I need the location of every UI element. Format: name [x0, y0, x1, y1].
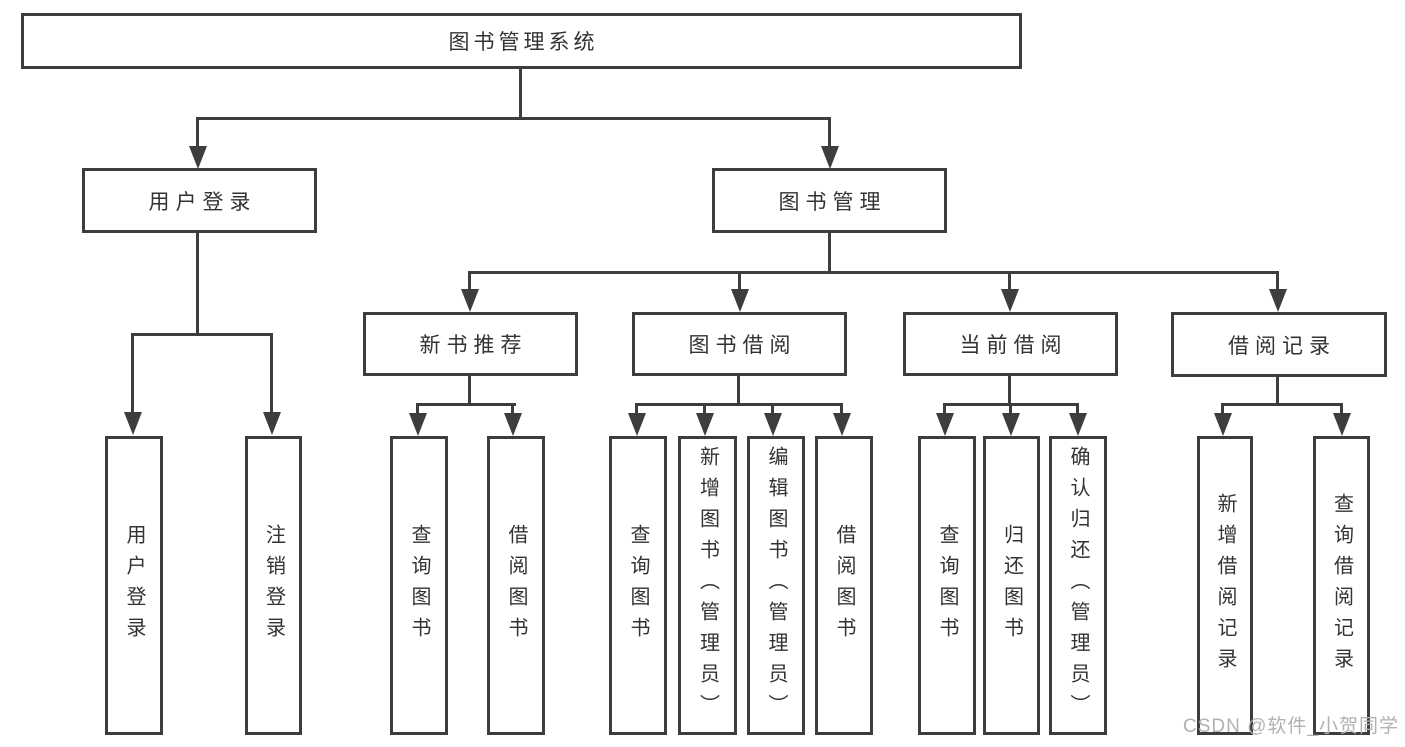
connector-book-management-down	[828, 232, 831, 274]
arrowhead	[1333, 413, 1351, 436]
leaf-return-books: 归还图书	[983, 436, 1040, 735]
leaf-query-borrow-record: 查询借阅记录	[1313, 436, 1370, 735]
arrowhead-book-borrow	[731, 289, 749, 312]
connector-drop	[511, 404, 514, 415]
connector-book-borrow-rail	[635, 403, 843, 406]
connector-drop-book-management	[828, 118, 831, 148]
connector-drop-user-login	[196, 118, 199, 148]
connector-drop	[1221, 404, 1224, 415]
connector-drop-new-book	[468, 272, 471, 291]
leaf-borrow-books-recommend: 借阅图书	[487, 436, 545, 735]
node-label: 确认归还（管理员）	[1067, 446, 1089, 725]
node-label: 编辑图书（管理员）	[765, 446, 787, 725]
node-label: 查询图书	[408, 523, 430, 648]
node-label: 归还图书	[1000, 523, 1023, 648]
connector-borrow-records-down	[1276, 375, 1279, 406]
arrowhead	[936, 413, 954, 436]
connector-level2-rail	[468, 271, 1279, 274]
arrowhead	[504, 413, 522, 436]
node-label: 注销登录	[262, 523, 285, 648]
connector-new-book-rail	[416, 403, 516, 406]
leaf-user-login: 用户登录	[105, 436, 163, 735]
node-label: 图书管理系统	[448, 31, 599, 54]
node-label: 图书管理	[778, 190, 887, 214]
leaf-query-books-recommend: 查询图书	[390, 436, 448, 735]
connector-drop	[1340, 404, 1343, 415]
connector-drop-leaf-logout	[270, 334, 273, 413]
connector-drop	[1009, 404, 1012, 415]
connector-level1-rail	[196, 117, 831, 120]
node-library-management-system: 图书管理系统	[21, 13, 1022, 69]
leaf-logout: 注销登录	[245, 436, 302, 735]
leaf-edit-books-admin: 编辑图书（管理员）	[747, 436, 805, 735]
arrowhead	[628, 413, 646, 436]
connector-drop	[416, 404, 419, 415]
node-book-borrowing: 图书借阅	[632, 312, 847, 376]
connector-user-login-rail	[131, 333, 273, 336]
connector-drop-leaf-user-login	[131, 334, 134, 413]
connector-drop	[840, 404, 843, 415]
arrowhead-user-login	[189, 146, 207, 169]
node-book-management: 图书管理	[712, 168, 947, 233]
arrowhead	[1214, 413, 1232, 436]
arrowhead	[833, 413, 851, 436]
arrowhead-new-book	[461, 289, 479, 312]
node-label: 新增图书（管理员）	[696, 446, 719, 725]
node-label: 图书借阅	[688, 334, 797, 357]
node-label: 借阅图书	[833, 523, 855, 648]
connector-drop	[771, 404, 774, 415]
connector-drop-current-borrow	[1008, 272, 1011, 291]
arrowhead	[696, 413, 714, 436]
node-label: 用户登录	[123, 523, 145, 648]
leaf-query-books-current: 查询图书	[918, 436, 976, 735]
leaf-confirm-return-admin: 确认归还（管理员）	[1049, 436, 1107, 735]
node-label: 新增借阅记录	[1214, 492, 1236, 679]
node-current-borrowing: 当前借阅	[903, 312, 1118, 376]
connector-drop	[1076, 404, 1079, 415]
connector-drop	[635, 404, 638, 415]
csdn-watermark: CSDN @软件_小贺同学	[1183, 716, 1399, 737]
node-label: 当前借阅	[959, 334, 1068, 357]
arrowhead	[1002, 413, 1020, 436]
connector-book-borrow-down	[737, 375, 740, 406]
arrowhead-current-borrow	[1001, 289, 1019, 312]
connector-root-down	[519, 69, 522, 119]
node-label: 新书推荐	[419, 334, 528, 357]
arrowhead-borrow-records	[1269, 289, 1287, 312]
arrowhead-book-management	[821, 146, 839, 169]
leaf-add-borrow-record: 新增借阅记录	[1197, 436, 1253, 735]
node-borrowing-records: 借阅记录	[1171, 312, 1387, 377]
arrowhead	[764, 413, 782, 436]
node-label: 查询借阅记录	[1330, 492, 1353, 679]
node-user-login: 用户登录	[82, 168, 317, 233]
arrowhead-leaf-logout	[263, 412, 281, 435]
connector-drop	[943, 404, 946, 415]
connector-drop	[703, 404, 706, 415]
leaf-add-books-admin: 新增图书（管理员）	[678, 436, 737, 735]
node-label: 查询图书	[627, 523, 649, 648]
connector-borrow-records-rail	[1221, 403, 1343, 406]
leaf-borrow-books: 借阅图书	[815, 436, 873, 735]
leaf-query-books-borrow: 查询图书	[609, 436, 667, 735]
node-label: 用户登录	[148, 190, 257, 214]
connector-current-borrow-down	[1008, 375, 1011, 406]
node-new-book-recommendation: 新书推荐	[363, 312, 578, 376]
arrowhead	[409, 413, 427, 436]
arrowhead-leaf-user-login	[124, 412, 142, 435]
connector-new-book-down	[468, 375, 471, 406]
node-label: 借阅记录	[1228, 334, 1336, 358]
node-label: 查询图书	[936, 523, 958, 648]
connector-drop-book-borrow	[738, 272, 741, 291]
connector-user-login-down	[196, 232, 199, 336]
node-label: 借阅图书	[505, 523, 527, 648]
connector-drop-borrow-records	[1276, 272, 1279, 291]
arrowhead	[1069, 413, 1087, 436]
